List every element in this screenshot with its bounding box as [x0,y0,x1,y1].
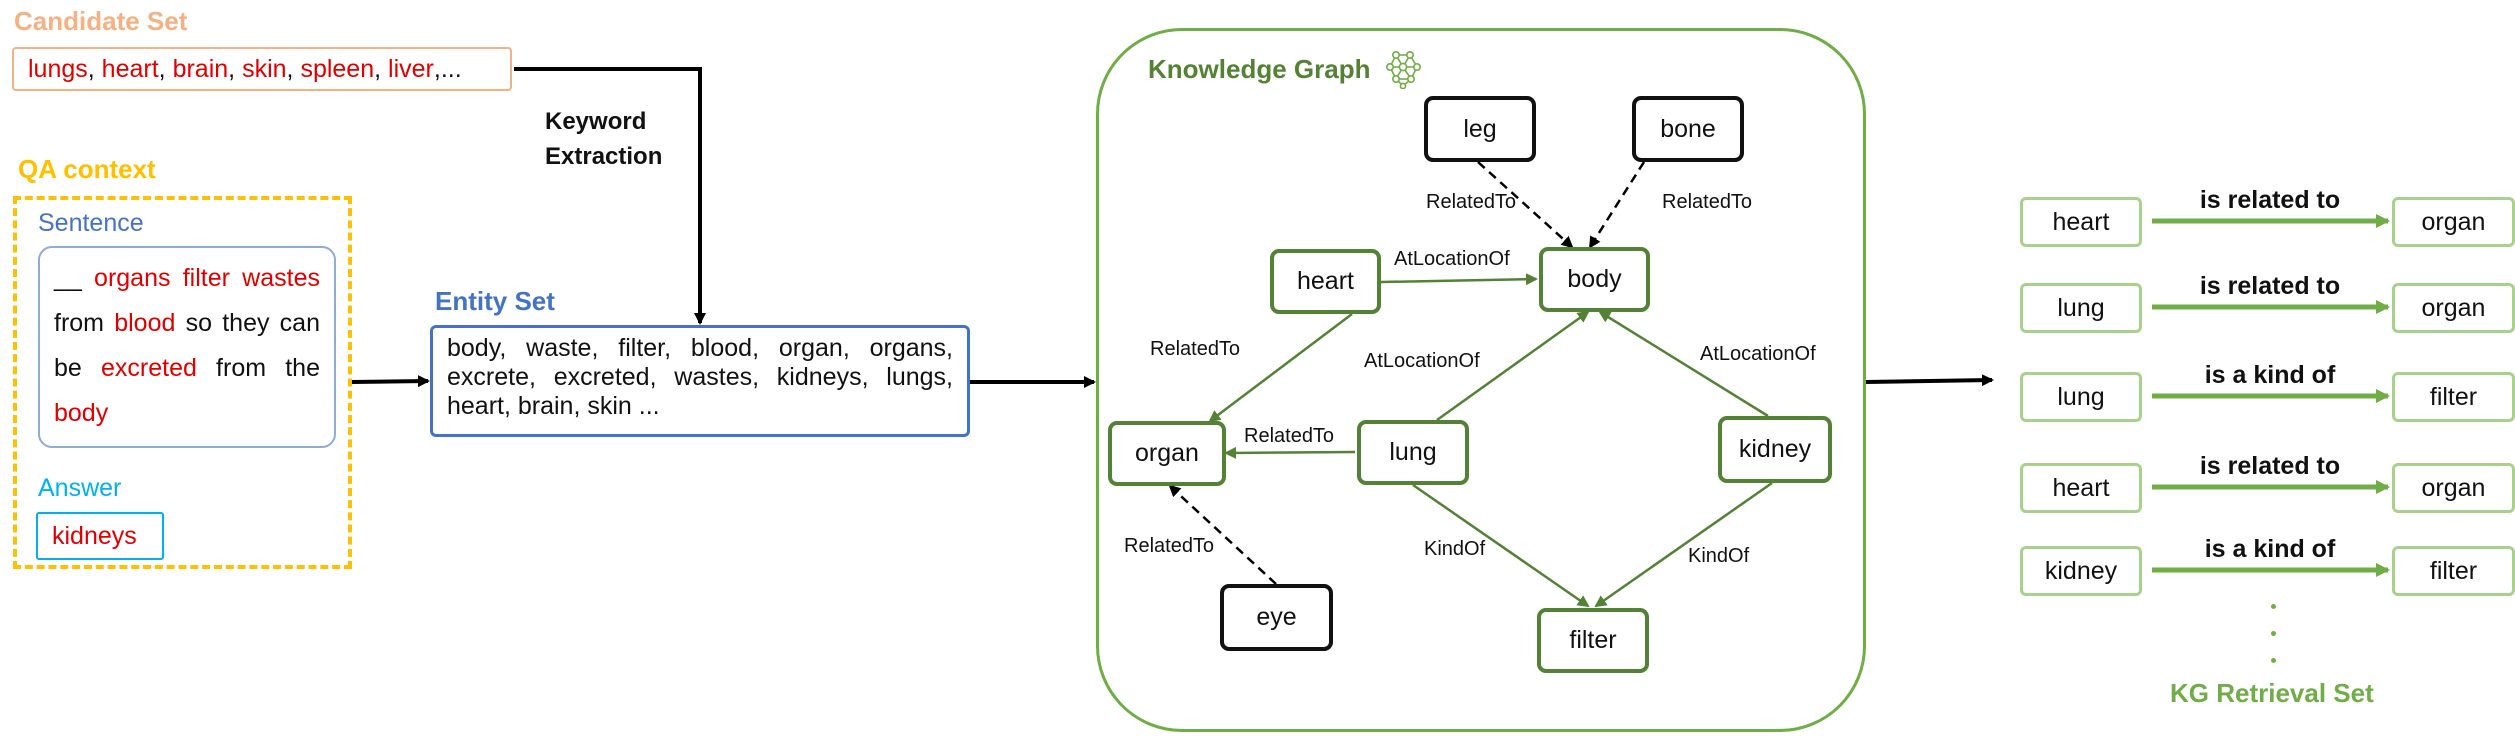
edge-heart-organ [1208,313,1353,423]
retrieval-tail: organ [2392,463,2515,513]
sentence-highlight: body [54,399,109,427]
edge-label-lung-filter: KindOf [1424,538,1486,560]
sentence-highlight: blood [114,309,176,337]
knowledge-graph-title: Knowledge Graph [1148,54,1371,84]
kg-node-organ: organ [1108,421,1226,486]
qa-to-entity-arrow [351,375,430,388]
edge-label-kidney-body: AtLocationOf [1700,343,1816,365]
edge-label-heart-body: AtLocationOf [1394,248,1510,270]
kg-node-leg: leg [1424,96,1536,162]
candidate-item: spleen [300,54,375,83]
keyword-extraction-line1: Keyword [545,108,647,135]
candidate-item: brain [172,54,229,83]
kg-node-eye: eye [1220,584,1333,651]
kg-node-body: body [1539,247,1650,312]
edge-kidney-body [1598,310,1769,418]
edge-lung-body [1436,310,1590,422]
edge-lung-filter [1412,483,1590,608]
sentence-title: Sentence [38,209,144,237]
retrieval-relation: is a kind of [2204,361,2336,389]
candidate-item: skin [242,54,287,83]
edge-lung-organ [1224,446,1356,459]
edge-label-lung-organ: RelatedTo [1244,425,1335,447]
kg-node-lung: lung [1357,420,1469,485]
continuation-dot [2271,658,2276,663]
candidate-item: heart [101,54,159,83]
retrieval-relation: is a kind of [2204,535,2336,563]
qa-context-title: QA context [18,154,156,184]
retrieval-tail: organ [2392,197,2515,247]
kg-node-heart: heart [1270,249,1381,314]
retrieval-tail: filter [2392,546,2515,596]
edge-label-lung-body: AtLocationOf [1364,350,1480,372]
retrieval-head: kidney [2020,546,2142,596]
edge-heart-body [1380,273,1538,286]
sentence-highlight: excreted [100,354,197,382]
continuation-dot [2271,631,2276,636]
sentence-part: so they can be [54,309,320,382]
retrieval-head: heart [2020,197,2142,247]
sentence-part: __ [54,264,95,292]
edge-kidney-filter [1594,481,1773,608]
edge-bone-body [1588,161,1646,249]
kg-to-retrieval-arrow [1865,374,1994,387]
edge-label-leg-body: RelatedTo [1426,191,1517,213]
candidate-set-box: lungs, heart, brain, skin, spleen, liver… [12,47,512,91]
retrieval-tail: filter [2392,372,2515,422]
kg-node-kidney: kidney [1718,416,1832,483]
edge-leg-body [1477,161,1574,249]
candidate-item: lungs [28,54,88,83]
sentence-highlight: organs filter wastes [94,264,320,292]
kg-node-bone: bone [1632,96,1744,162]
sentence-part: from the [196,354,320,382]
retrieval-head: lung [2020,372,2142,422]
knowledge-graph-frame [1096,28,1866,732]
keyword-extraction-line2: Extraction [545,143,663,170]
kg-node-filter: filter [1537,608,1649,673]
retrieval-relation: is related to [2199,452,2341,480]
edge-eye-organ [1168,484,1277,585]
answer-title: Answer [38,474,122,502]
candidate-set-title: Candidate Set [14,6,188,36]
candidate-item: liver [388,54,434,83]
continuation-dot [2271,604,2276,609]
edge-label-heart-organ: RelatedTo [1150,338,1241,360]
candidate-to-entity-arrow [514,67,706,325]
edge-label-kidney-filter: KindOf [1688,545,1750,567]
edge-label-eye-organ: RelatedTo [1124,535,1215,557]
retrieval-relation: is related to [2199,186,2341,214]
retrieval-head: lung [2020,283,2142,333]
candidate-ellipsis: ... [440,54,462,83]
sentence-part: from [54,309,115,337]
entity-set-title: Entity Set [435,286,555,316]
keyword-extraction-label: Keyword Extraction [545,104,662,174]
answer-box: kidneys [36,512,164,560]
entity-set-box: body, waste, filter, blood, organ, organ… [430,325,970,437]
kg-retrieval-set-title: KG Retrieval Set [2170,678,2374,708]
edge-label-bone-body: RelatedTo [1662,191,1753,213]
retrieval-head: heart [2020,463,2142,513]
retrieval-relation: is related to [2199,272,2341,300]
retrieval-tail: organ [2392,283,2515,333]
sentence-box: __ organs filter wastes from blood so th… [38,246,336,448]
qa-context-box [13,196,352,569]
network-icon [1385,50,1421,89]
